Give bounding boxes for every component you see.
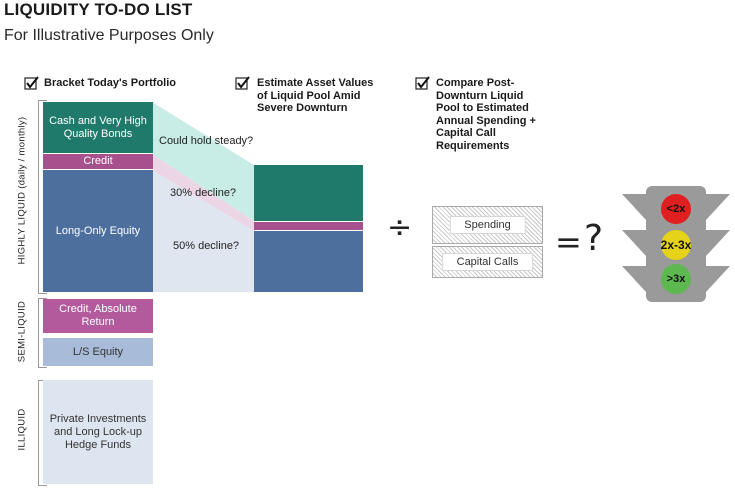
flow-band-equity [152, 170, 254, 292]
box-line: Credit [83, 155, 113, 167]
tier-bracket-semi-liquid [38, 298, 47, 368]
tier-label-highly-liquid: HIGHLY LIQUID (daily / monthly) [16, 116, 28, 265]
post-downturn-cash-bonds [254, 165, 363, 221]
tier-label-illiquid: ILLIQUID [16, 408, 28, 451]
requirement-capital-calls-label: Capital Calls [441, 253, 534, 271]
divide-symbol: ÷ [387, 210, 413, 245]
box-line: Long-Only Equity [55, 224, 141, 237]
portfolio-credit-absolute-return: Credit, Absolute Return [43, 299, 153, 333]
post-downturn-credit [254, 221, 363, 231]
equals-symbol: = [555, 223, 582, 261]
step-line: Bracket Today's Portfolio [44, 77, 176, 89]
flow-band-credit [152, 154, 254, 231]
checkbox-checked-icon [235, 76, 250, 90]
requirement-spending: Spending [432, 206, 543, 244]
box-line: and Long Lock-up [53, 425, 143, 438]
scenario-cash-label: Could hold steady? [159, 135, 254, 147]
box-line: L/S Equity [72, 345, 124, 358]
requirement-spending-label: Spending [449, 216, 526, 234]
scenario-credit-label: 30% decline? [170, 187, 237, 199]
box-line: Return [81, 316, 115, 328]
traffic-light-red: <2x [661, 194, 691, 224]
portfolio-private-investments: Private Investments and Long Lock-up Hed… [43, 380, 153, 484]
traffic-light-yellow: 2x-3x [661, 230, 691, 260]
scenario-equity-label: 50% decline? [173, 240, 240, 252]
checkbox-checked-icon [415, 76, 430, 90]
post-downturn-equity [254, 231, 363, 292]
step-line: Downturn Liquid [436, 89, 524, 102]
box-line: Private Investments [49, 412, 147, 425]
step-line: Capital Call [436, 127, 496, 139]
box-line: Hedge Funds [64, 438, 132, 451]
portfolio-cash-bonds: Cash and Very High Quality Bonds [43, 102, 153, 154]
portfolio-long-only-equity: Long-Only Equity [43, 170, 153, 292]
checkbox-checked-icon [24, 76, 39, 90]
portfolio-ls-equity: L/S Equity [43, 338, 153, 366]
requirement-capital-calls: Capital Calls [432, 246, 543, 278]
box-line: Credit, Absolute [59, 303, 137, 315]
question-symbol: ? [584, 218, 604, 259]
tier-label-semi-liquid: SEMI-LIQUID [16, 300, 28, 363]
tier-bracket-illiquid [38, 380, 47, 486]
portfolio-credit: Credit [43, 154, 153, 170]
box-line: Quality Bonds [63, 127, 133, 140]
traffic-light-yellow-label: 2x-3x [660, 238, 692, 252]
step-line: Estimate Asset Values [257, 77, 374, 89]
step-line: Severe Downturn [257, 102, 348, 114]
flow-band-cash [152, 102, 254, 221]
step-line: Requirements [436, 139, 510, 152]
page-subtitle: For Illustrative Purposes Only [4, 27, 214, 44]
traffic-light-green: >3x [661, 264, 691, 294]
step-line: Pool to Estimated [436, 102, 529, 114]
tier-bracket-highly-liquid [38, 100, 47, 294]
page-title: LIQUIDITY TO-DO LIST [4, 0, 193, 19]
step-line: Compare Post- [436, 77, 515, 89]
step-line: Annual Spending + [436, 114, 536, 127]
box-line: Cash and Very High [49, 114, 147, 127]
step-line: of Liquid Pool Amid [257, 89, 361, 102]
